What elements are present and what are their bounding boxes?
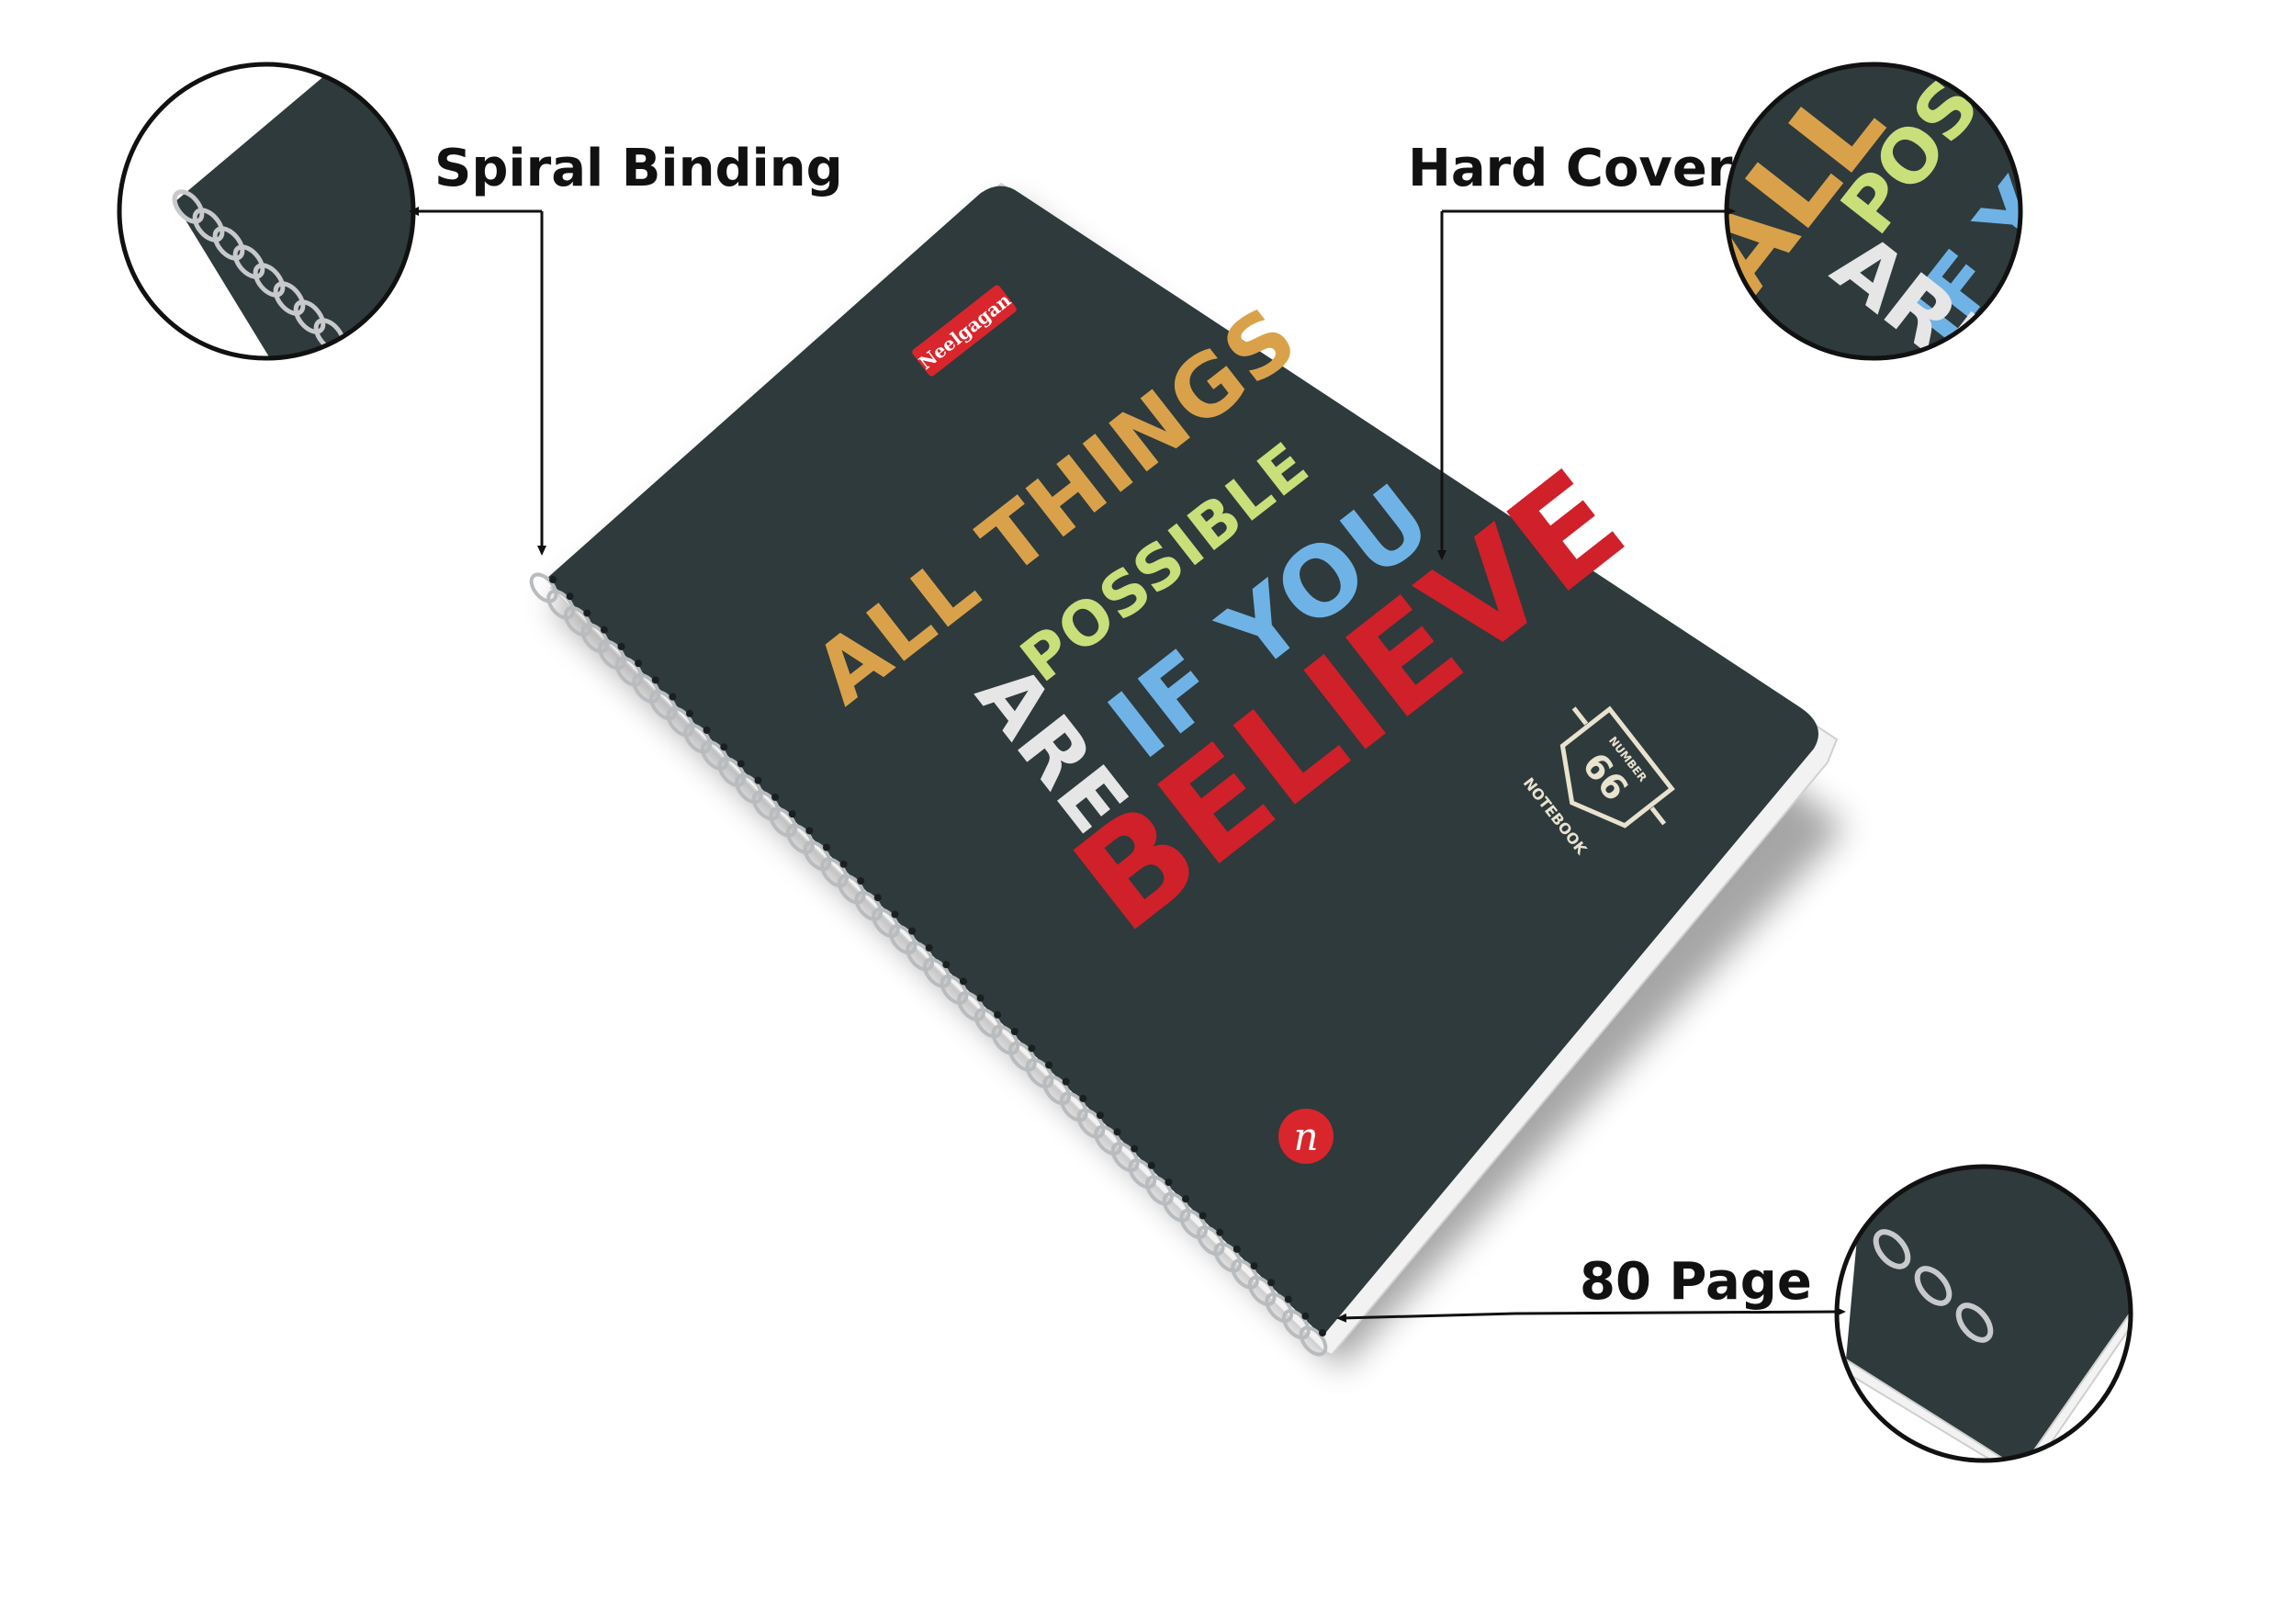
spiral-hole (635, 660, 643, 668)
spiral-hole (857, 877, 865, 885)
zoom-spiral-ring (293, 299, 326, 334)
spiral-hole (788, 810, 796, 818)
spiral-hole (754, 776, 762, 784)
spiral-hole (805, 827, 814, 835)
spiral-hole (925, 943, 933, 952)
spiral-hole (959, 977, 967, 986)
spiral-hole (651, 676, 659, 684)
spiral-hole (1216, 1228, 1224, 1236)
hard-cover (546, 186, 1818, 1336)
spiral-hole (891, 910, 899, 919)
spiral-hole (1096, 1111, 1104, 1120)
spiral-hole (942, 961, 951, 969)
pointer-spiral (409, 207, 546, 556)
spiral-binding-label: Spiral Binding (434, 139, 843, 198)
spiral-hole (1062, 1077, 1070, 1086)
spiral-hole (873, 894, 882, 902)
monogram-logo: n (1278, 1109, 1334, 1164)
spiral-hole (1267, 1279, 1276, 1287)
spiral-hole (703, 727, 711, 734)
pointer-hard-cover (1437, 207, 1736, 560)
spiral-hole (600, 626, 608, 634)
zoom-page-ring (1914, 1266, 1953, 1306)
spiral-binding (529, 572, 1328, 1357)
spiral-hole (1182, 1195, 1190, 1203)
zoom-spiral-ring (212, 226, 245, 261)
zoom-spiral-ring (232, 244, 265, 279)
spiral-hole (976, 994, 985, 1002)
zoom-spiral-ring (172, 189, 205, 224)
zoom-page-ring (1873, 1229, 1911, 1269)
spiral-hole (583, 609, 591, 617)
spiral-hole (1147, 1161, 1155, 1169)
spiral-hole (1131, 1145, 1139, 1153)
spiral-hole (1165, 1179, 1173, 1186)
notebook: Neelgagan ALL THINGS POSSIBLE IF YOU BEL… (529, 182, 1846, 1369)
spiral-hole (1250, 1262, 1258, 1270)
spiral-hole (822, 843, 830, 851)
zoom-circle-pages (1834, 1164, 2133, 1463)
spiral-hole (908, 927, 917, 935)
spiral-hole (1079, 1094, 1087, 1102)
zoom-page-ring (1955, 1303, 1994, 1343)
spiral-hole (566, 592, 574, 601)
zoom-spiral-ring (192, 208, 225, 242)
hard-cover-label: Hard Cover (1408, 139, 1733, 198)
spiral-hole (737, 760, 745, 768)
spiral-hole (1113, 1128, 1121, 1136)
spiral-hole (720, 743, 728, 751)
spiral-hole (685, 709, 693, 717)
spiral-hole (1301, 1312, 1310, 1320)
page-count-label: 80 Page (1580, 1252, 1812, 1312)
zoom-spiral-ring (273, 281, 306, 316)
zoom-circle-spiral (117, 62, 416, 361)
spiral-hole (1232, 1245, 1241, 1253)
monogram-letter: n (1293, 1114, 1318, 1159)
zoom-circle-hard-cover: ALL THINGS POSSIBLE IF YOU ARE (1724, 62, 2023, 361)
pointer-pages (1336, 1307, 1846, 1323)
spiral-hole (994, 1010, 1002, 1019)
spiral-hole (1010, 1028, 1019, 1035)
spiral-hole (1319, 1329, 1326, 1336)
spiral-hole (1028, 1044, 1036, 1053)
spiral-hole (549, 576, 557, 583)
spiral-hole (617, 642, 625, 650)
spiral-hole (771, 793, 780, 801)
spiral-hole (839, 860, 848, 868)
spiral-hole (1284, 1295, 1292, 1303)
spiral-hole (669, 693, 677, 701)
zoom-spiral-ring (253, 263, 286, 298)
spiral-hole (1045, 1061, 1053, 1069)
spiral-hole (1199, 1212, 1207, 1220)
